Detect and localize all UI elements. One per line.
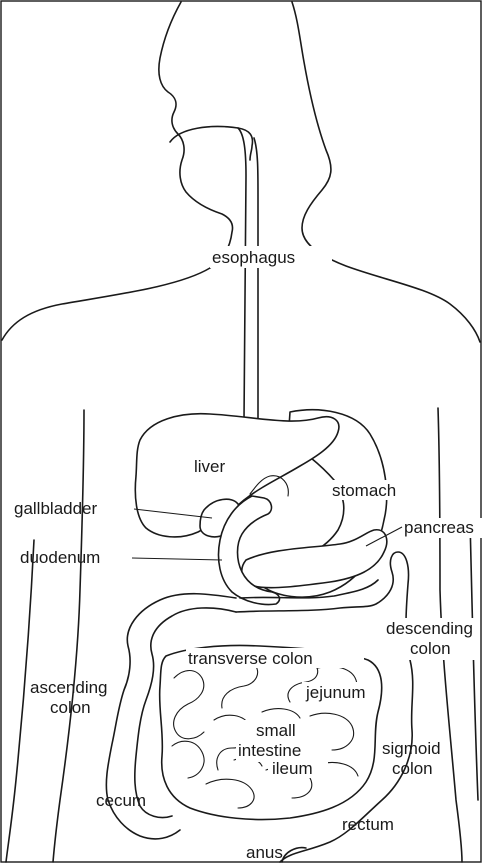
duodenum-leader — [132, 558, 222, 560]
label-esophagus: esophagus — [212, 248, 295, 267]
label-small-intestine-line1: small — [256, 721, 296, 740]
label-transverse-colon: transverse colon — [188, 649, 313, 668]
label-descending-colon-line1: descending — [386, 619, 473, 638]
esophagus-tube — [236, 128, 258, 460]
label-stomach: stomach — [332, 481, 396, 500]
label-small-intestine-line2: intestine — [238, 741, 301, 760]
pancreas-organ — [242, 530, 387, 588]
label-liver: liver — [194, 457, 226, 476]
label-ascending-colon-line1: ascending — [30, 678, 108, 697]
label-sigmoid-colon-line2: colon — [392, 759, 433, 778]
rectum-organ — [282, 848, 306, 862]
label-ascending-colon-line2: colon — [50, 698, 91, 717]
label-gallbladder: gallbladder — [14, 499, 98, 518]
label-ileum: ileum — [272, 759, 313, 778]
label-pancreas: pancreas — [404, 518, 474, 537]
label-jejunum: jejunum — [305, 683, 366, 702]
label-rectum: rectum — [342, 815, 394, 834]
label-anus: anus — [246, 843, 283, 862]
label-duodenum: duodenum — [20, 548, 100, 567]
label-descending-colon-line2: colon — [410, 639, 451, 658]
label-sigmoid-colon-line1: sigmoid — [382, 739, 441, 758]
label-cecum: cecum — [96, 791, 146, 810]
